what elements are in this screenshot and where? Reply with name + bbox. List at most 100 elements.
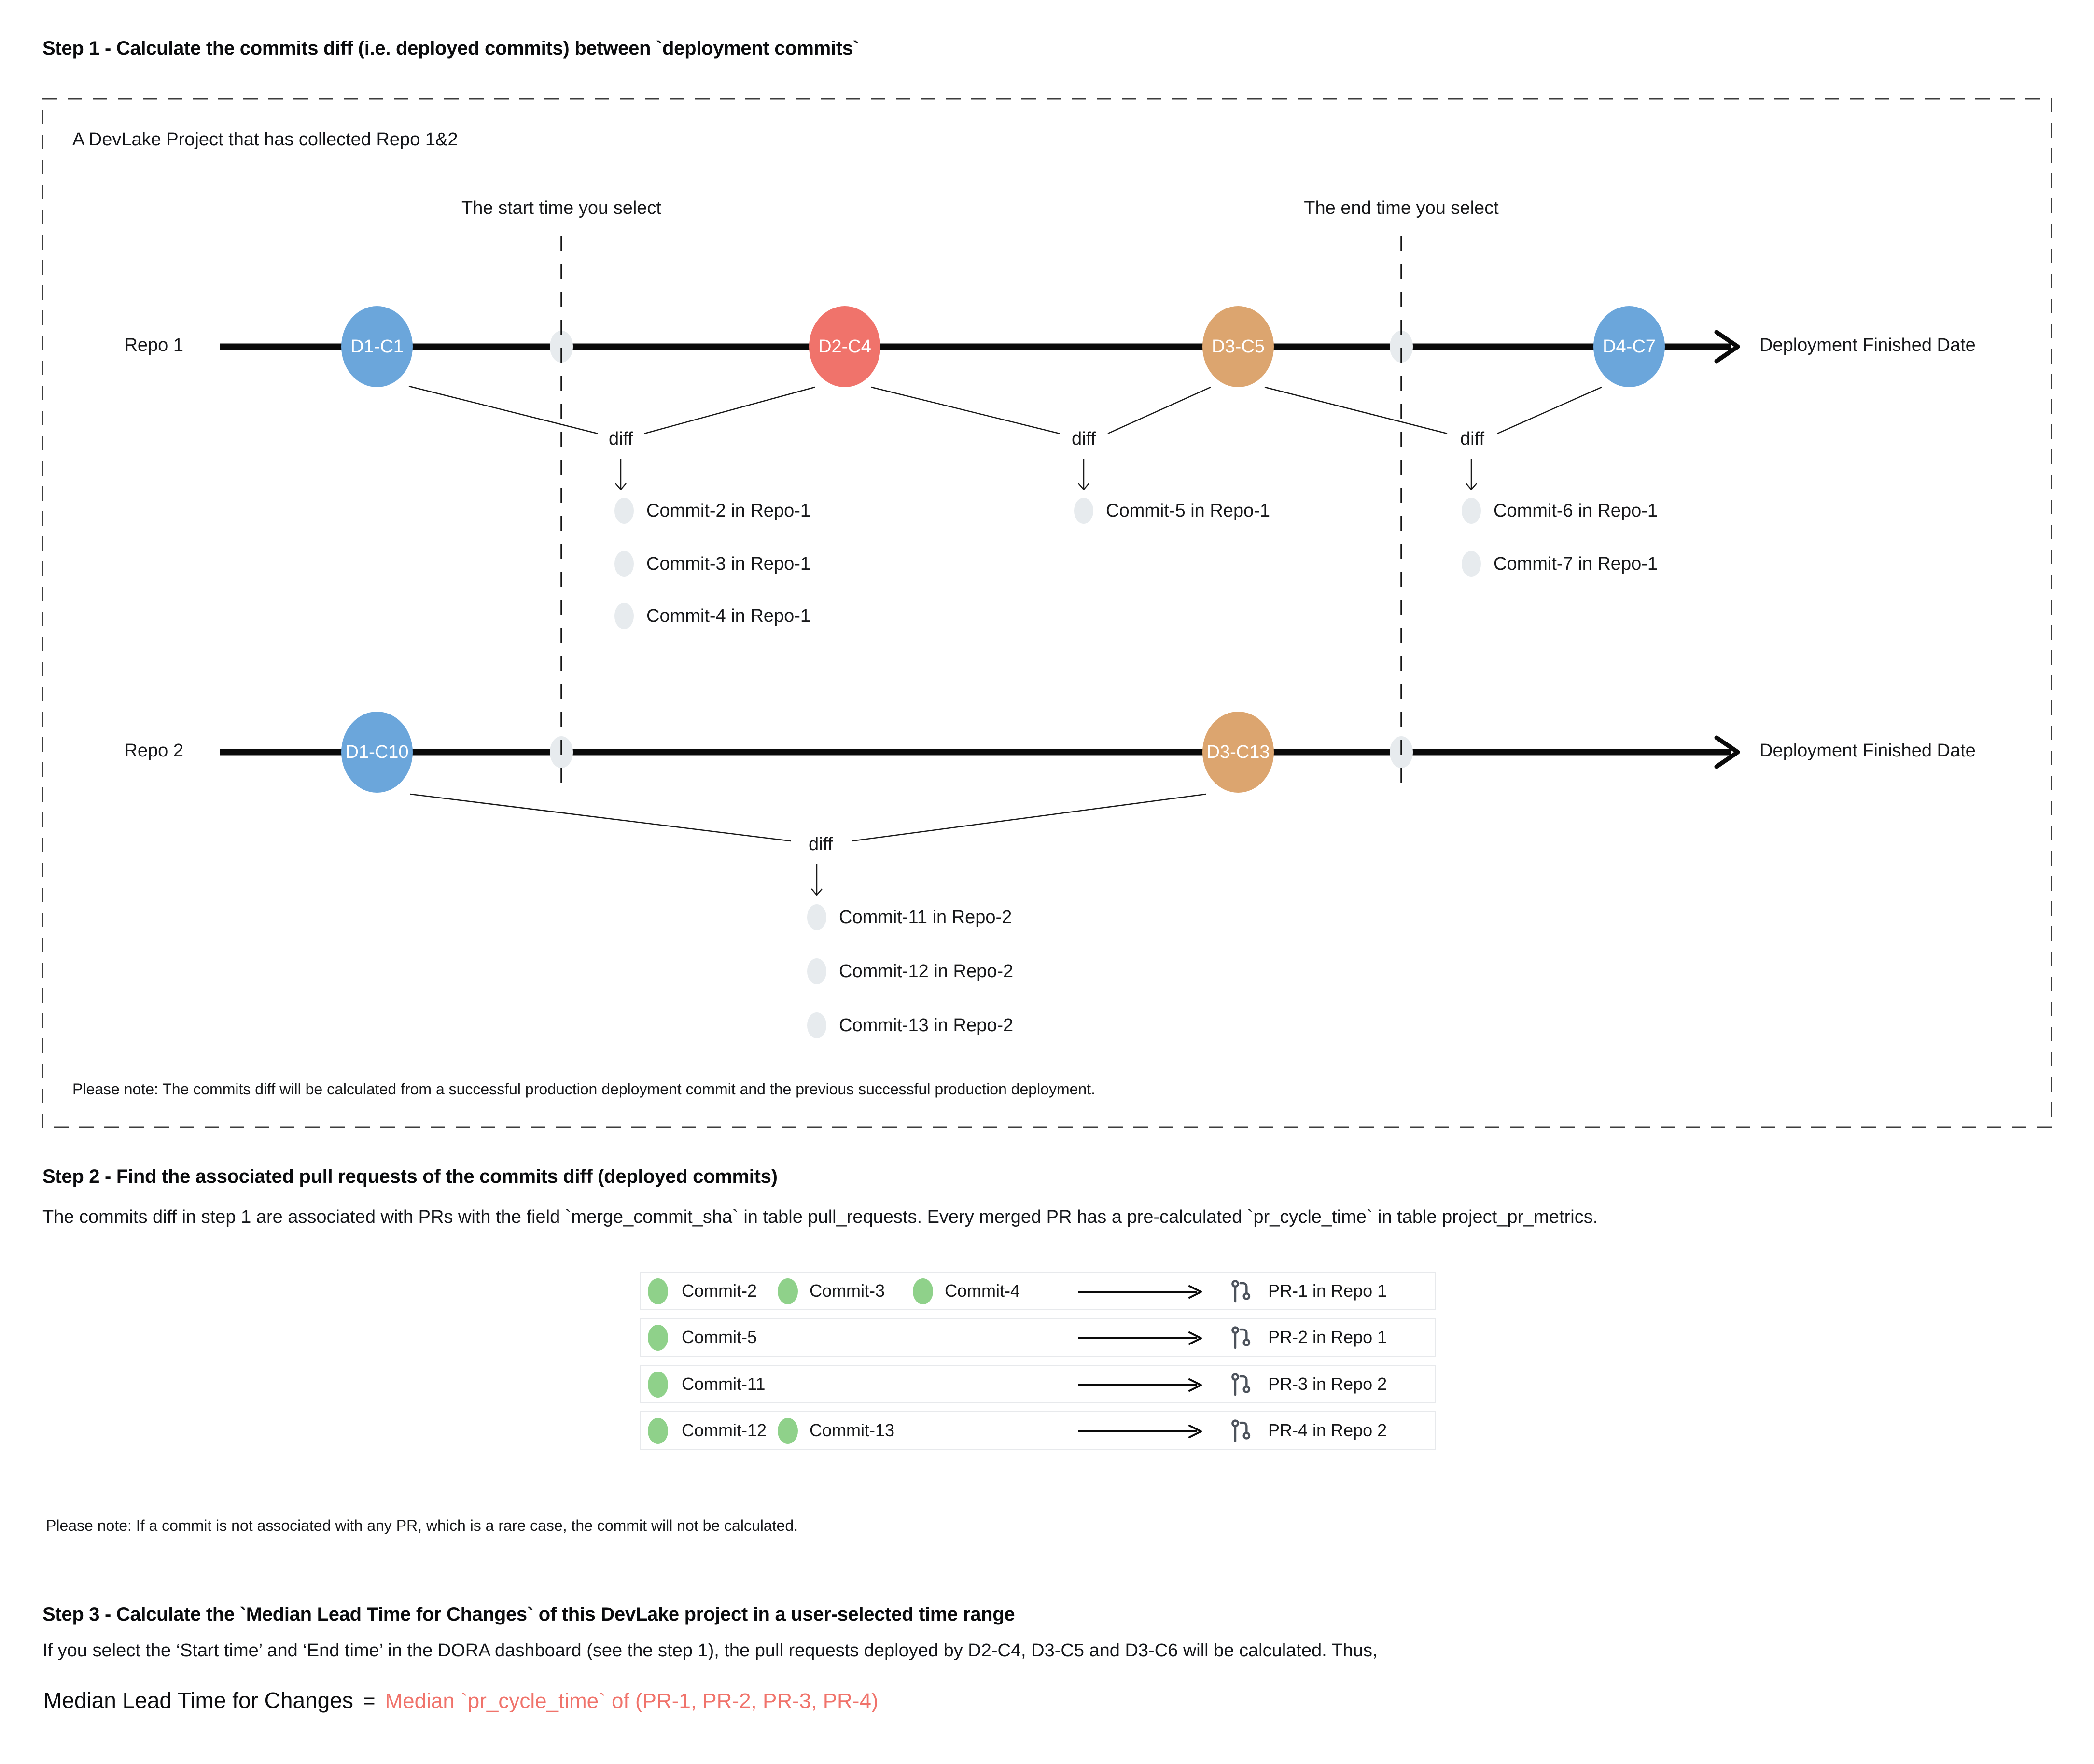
commit-item: Commit-4 in Repo-1 <box>614 603 810 629</box>
repo2-timeline <box>220 735 1740 769</box>
formula-rhs: Median `pr_cycle_time` of (PR-1, PR-2, P… <box>385 1689 879 1713</box>
pull-request-icon <box>1231 1280 1251 1303</box>
down-arrow-icon <box>615 459 1477 896</box>
pr-label: PR-3 in Repo 2 <box>1268 1374 1387 1394</box>
end-cross-marker <box>1390 331 1413 363</box>
commit-item: Commit-3 in Repo-1 <box>614 551 810 577</box>
commit-dot-icon <box>807 1012 826 1038</box>
step2-heading: Step 2 - Find the associated pull reques… <box>42 1166 778 1187</box>
commit-item-label: Commit-7 in Repo-1 <box>1494 553 1658 574</box>
step1-note: Please note: The commits diff will be ca… <box>72 1080 1095 1098</box>
commit-dot-icon <box>913 1278 933 1304</box>
arrowhead-icon <box>1714 735 1740 769</box>
table-row: Commit-12 Commit-13 PR-4 in Repo 2 <box>640 1411 1436 1450</box>
deployment-node: D4-C7 <box>1593 306 1665 387</box>
commit-item-label: Commit-13 in Repo-2 <box>839 1015 1014 1036</box>
commit-dot-icon <box>648 1325 668 1351</box>
commit-dot-icon <box>648 1372 668 1398</box>
commit-dot-icon <box>614 551 634 577</box>
deployment-node-label: D4-C7 <box>1603 336 1656 357</box>
commit-dot-icon <box>807 958 826 984</box>
repo2-label: Repo 2 <box>124 741 183 761</box>
commit-chip-label: Commit-13 <box>810 1420 895 1440</box>
diff-label: diff <box>808 834 833 854</box>
commit-item-label: Commit-2 in Repo-1 <box>646 500 810 521</box>
step2-body: The commits diff in step 1 are associate… <box>42 1207 1598 1227</box>
commit-chip-label: Commit-12 <box>682 1420 767 1440</box>
commit-dot-icon <box>614 498 634 524</box>
commit-dot-icon <box>1462 498 1481 524</box>
step3-body: If you select the ‘Start time’ and ‘End … <box>42 1640 1378 1661</box>
end-time-label: The end time you select <box>1304 198 1499 218</box>
commit-item-label: Commit-3 in Repo-1 <box>646 553 810 574</box>
commit-dot-icon <box>1074 498 1093 524</box>
commit-chip-label: Commit-11 <box>682 1374 766 1394</box>
deployment-node-label: D2-C4 <box>818 336 871 357</box>
commit-chip-label: Commit-3 <box>810 1281 885 1301</box>
arrowhead-icon <box>1714 330 1740 364</box>
commit-chip-label: Commit-2 <box>682 1281 757 1301</box>
commit-item: Commit-13 in Repo-2 <box>807 1012 1013 1038</box>
deployment-node-label: D1-C1 <box>350 336 404 357</box>
pull-request-icon <box>1231 1373 1251 1396</box>
deployment-node: D3-C5 <box>1202 306 1274 387</box>
commit-item-label: Commit-6 in Repo-1 <box>1494 500 1658 521</box>
arrow-right-icon <box>1078 1331 1202 1345</box>
deployment-node-label: D1-C10 <box>346 742 409 762</box>
formula-lhs: Median Lead Time for Changes <box>43 1688 353 1713</box>
table-row: Commit-5 PR-2 in Repo 1 <box>640 1318 1436 1357</box>
pr-label: PR-1 in Repo 1 <box>1268 1281 1387 1301</box>
pull-request-icon <box>1231 1326 1251 1349</box>
diff-connector-lines <box>408 385 1602 842</box>
commit-item: Commit-11 in Repo-2 <box>807 904 1012 930</box>
diff-label: diff <box>608 429 633 449</box>
commit-item: Commit-5 in Repo-1 <box>1074 498 1270 524</box>
repo1-label: Repo 1 <box>124 335 183 355</box>
repo1-timeline <box>220 330 1740 364</box>
table-row: Commit-11 PR-3 in Repo 2 <box>640 1365 1436 1403</box>
commit-item: Commit-7 in Repo-1 <box>1462 551 1658 577</box>
commit-item: Commit-2 in Repo-1 <box>614 498 810 524</box>
step1-heading: Step 1 - Calculate the commits diff (i.e… <box>42 38 859 59</box>
arrow-right-icon <box>1078 1378 1202 1392</box>
commit-item-label: Commit-4 in Repo-1 <box>646 605 810 626</box>
deployment-node: D2-C4 <box>809 306 880 387</box>
commit-dot-icon <box>648 1278 668 1304</box>
commit-chip-label: Commit-4 <box>945 1281 1020 1301</box>
commit-item: Commit-6 in Repo-1 <box>1462 498 1658 524</box>
commit-dot-icon <box>807 904 826 930</box>
commit-dot-icon <box>614 603 634 629</box>
deployment-node: D1-C1 <box>341 306 413 387</box>
diff-label: diff <box>1460 429 1485 449</box>
commit-item-label: Commit-5 in Repo-1 <box>1106 500 1270 521</box>
start-cross-marker <box>550 331 573 363</box>
commit-item: Commit-12 in Repo-2 <box>807 958 1013 984</box>
deployment-finished-label: Deployment Finished Date <box>1759 741 1976 761</box>
pull-request-icon <box>1231 1419 1251 1442</box>
arrow-right-icon <box>1078 1285 1202 1299</box>
deployment-node-label: D3-C13 <box>1207 742 1270 762</box>
arrow-right-icon <box>1078 1425 1202 1438</box>
deployment-finished-label: Deployment Finished Date <box>1759 335 1976 355</box>
deployment-node: D1-C10 <box>341 712 413 793</box>
project-box-border <box>42 98 2052 1128</box>
pr-label: PR-4 in Repo 2 <box>1268 1420 1387 1440</box>
deployment-node: D3-C13 <box>1202 712 1274 793</box>
step3-heading: Step 3 - Calculate the `Median Lead Time… <box>42 1604 1015 1625</box>
start-time-label: The start time you select <box>461 198 661 218</box>
deployment-node-label: D3-C5 <box>1212 336 1265 357</box>
commit-dot-icon <box>778 1418 798 1444</box>
median-lead-time-formula: Median Lead Time for Changes = Median `p… <box>43 1687 879 1713</box>
commit-dot-icon <box>648 1418 668 1444</box>
commit-dot-icon <box>1462 551 1481 577</box>
diff-label: diff <box>1071 429 1096 449</box>
commit-item-label: Commit-11 in Repo-2 <box>839 907 1012 927</box>
formula-equals: = <box>363 1689 376 1713</box>
pr-label: PR-2 in Repo 1 <box>1268 1327 1387 1347</box>
commit-dot-icon <box>778 1278 798 1304</box>
commit-chip-label: Commit-5 <box>682 1327 757 1347</box>
project-box-label: A DevLake Project that has collected Rep… <box>72 129 458 150</box>
step2-note: Please note: If a commit is not associat… <box>46 1517 798 1534</box>
